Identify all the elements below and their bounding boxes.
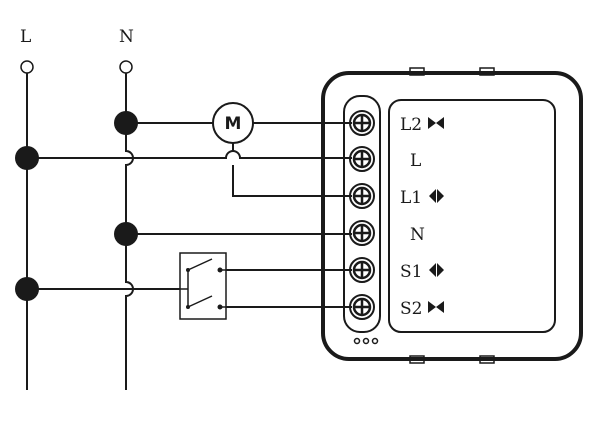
case-notch bbox=[409, 355, 425, 364]
terminal-label-l1: L1 bbox=[400, 188, 422, 208]
terminal-label-s1: S1 bbox=[400, 262, 422, 282]
case-notch bbox=[409, 67, 425, 76]
terminal-screw-l1 bbox=[349, 183, 375, 209]
terminal-label-l2: L2 bbox=[400, 115, 422, 135]
terminal-screw-l2 bbox=[349, 110, 375, 136]
case-notch bbox=[479, 67, 495, 76]
terminal-label-n: N bbox=[410, 225, 425, 245]
bowtie-marker-icon bbox=[428, 117, 444, 129]
terminal-screw-n bbox=[349, 220, 375, 246]
line-supply-terminal bbox=[20, 60, 34, 74]
supply-neutral-label: N bbox=[119, 27, 134, 47]
terminal-screw-l bbox=[349, 146, 375, 172]
terminal-label-l: L bbox=[410, 151, 421, 171]
double-rocker-switch bbox=[179, 252, 227, 320]
wire-line-to-l bbox=[27, 150, 352, 159]
terminal-screw-s1 bbox=[349, 257, 375, 283]
status-led bbox=[353, 337, 361, 345]
module-inner-panel bbox=[388, 99, 556, 333]
status-led bbox=[362, 337, 370, 345]
diamond-marker-icon bbox=[429, 189, 444, 203]
wire-motor-to-l1 bbox=[232, 143, 352, 197]
status-led bbox=[371, 337, 379, 345]
terminal-label-s2: S2 bbox=[400, 299, 422, 319]
case-notch bbox=[479, 355, 495, 364]
motor-label: M bbox=[225, 114, 242, 134]
neutral-supply-terminal bbox=[119, 60, 133, 74]
supply-line-label: L bbox=[20, 27, 31, 47]
terminal-screw-s2 bbox=[349, 294, 375, 320]
bowtie-marker-icon bbox=[428, 301, 444, 313]
diamond-marker-icon bbox=[429, 263, 444, 277]
